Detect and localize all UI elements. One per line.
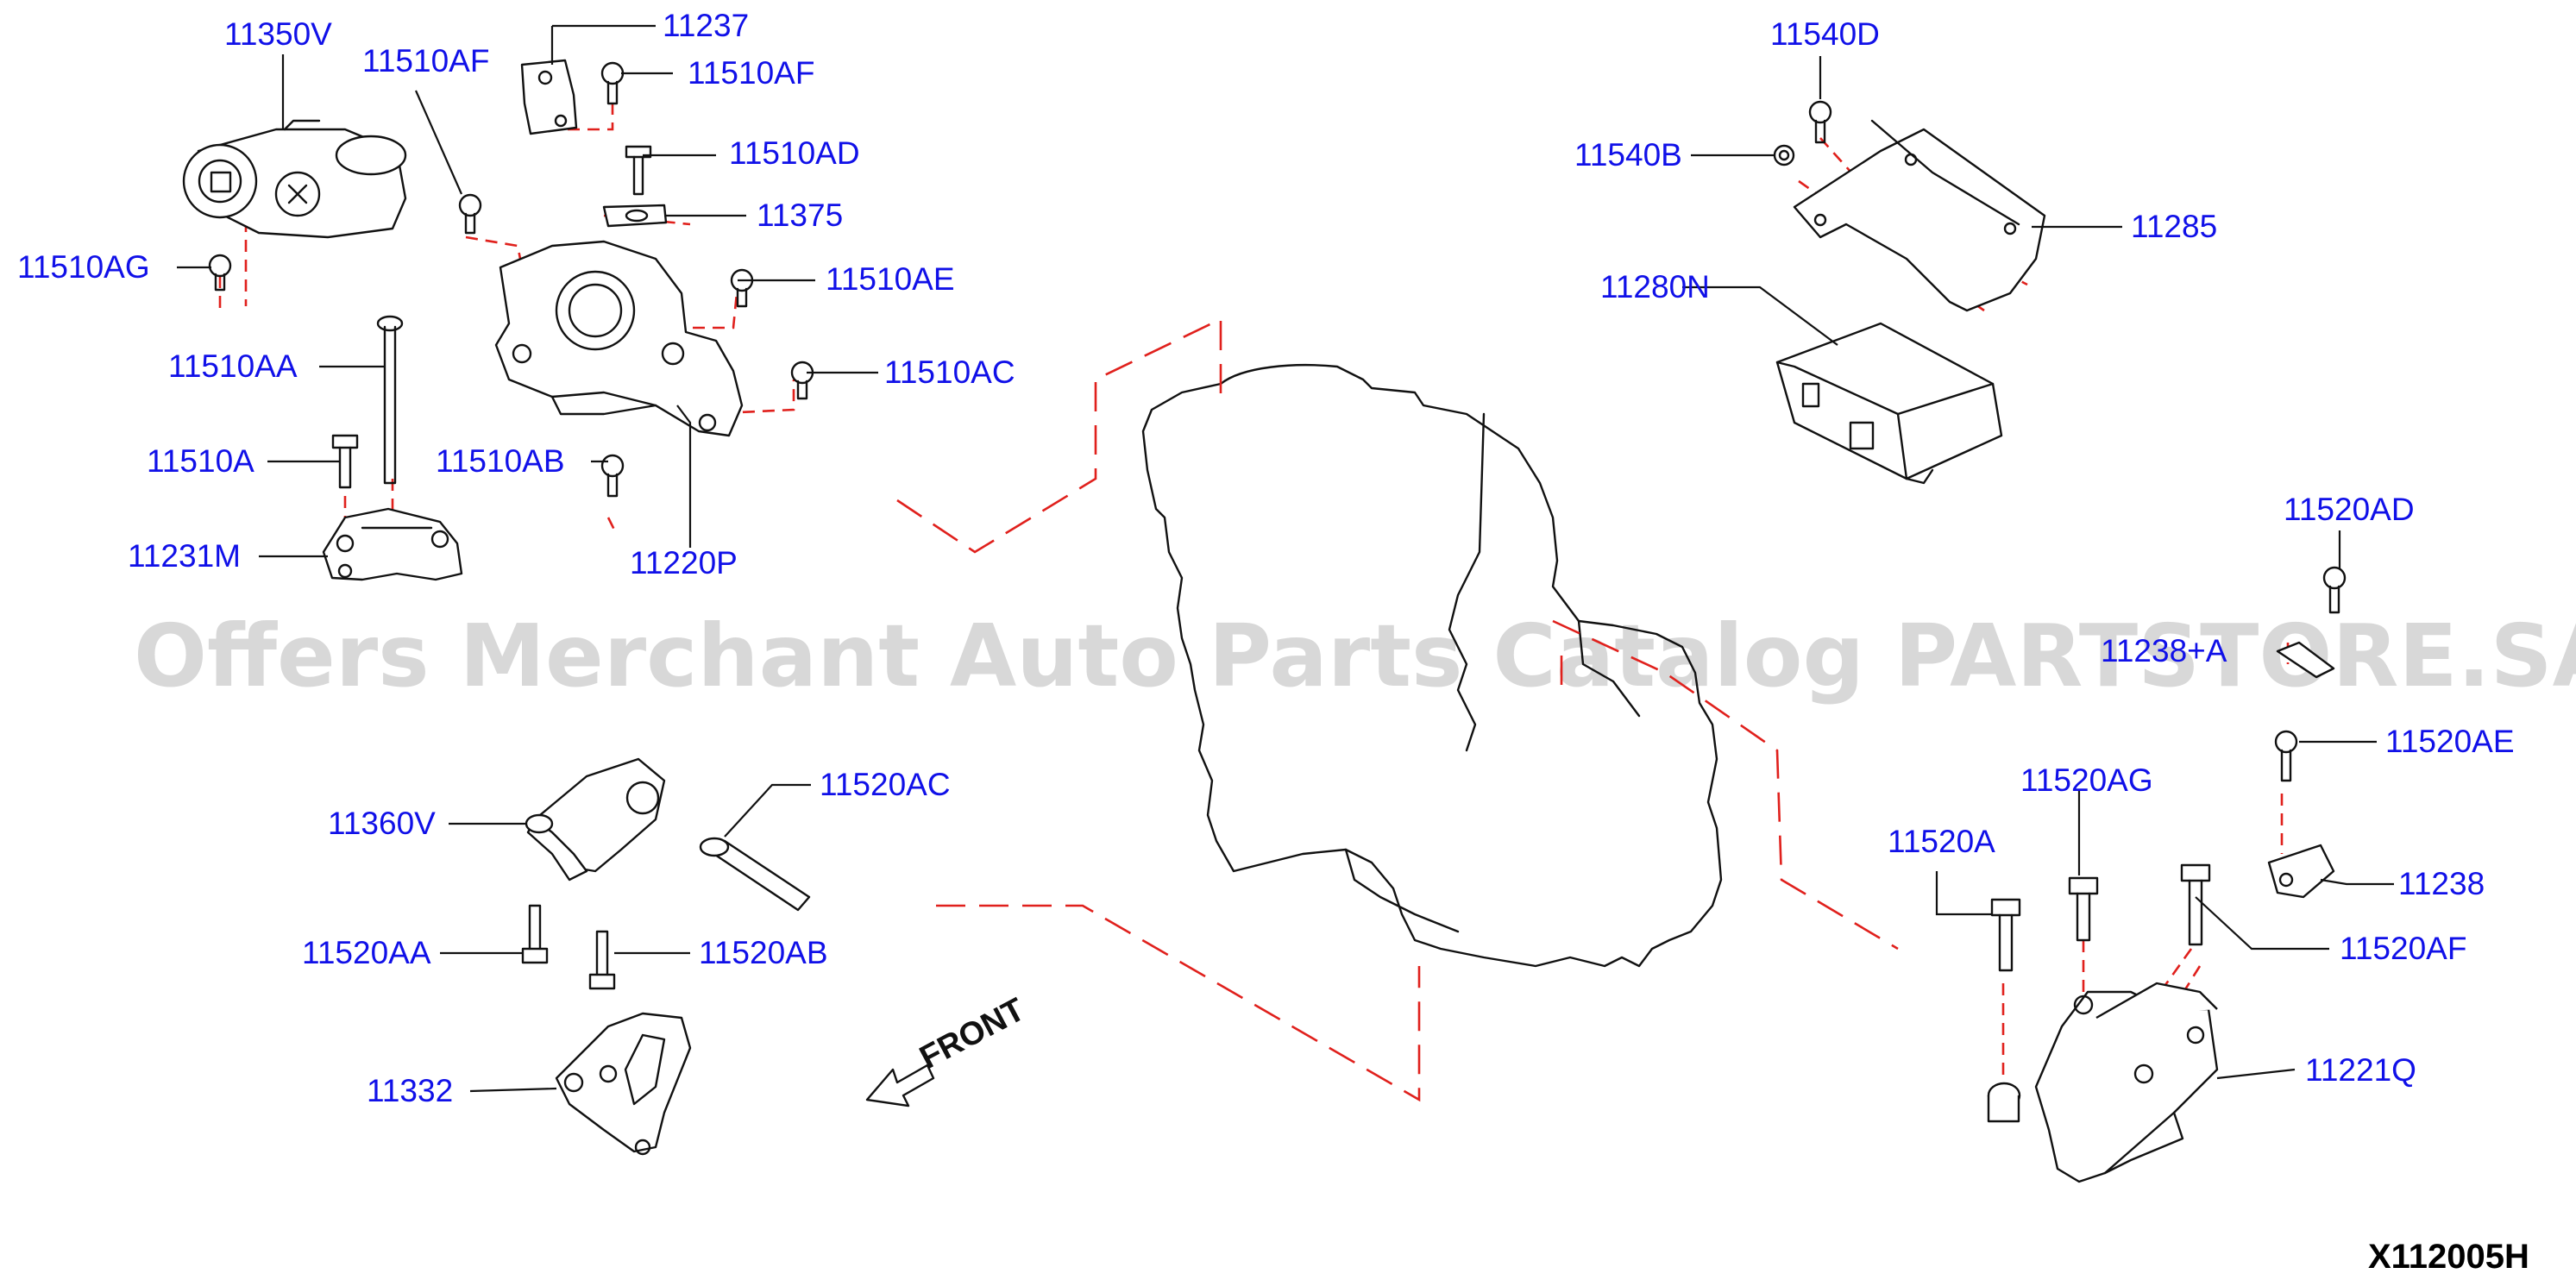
label-11238a: 11238+A <box>2101 633 2227 668</box>
watermark-text: Offers Merchant Auto Parts Catalog PARTS… <box>134 605 2576 706</box>
part-11231m-drawing <box>322 507 463 581</box>
label-11231m: 11231M <box>128 538 241 574</box>
label-11520ae: 11520AE <box>2385 724 2515 759</box>
drawing-code: X112005H <box>2368 1238 2529 1276</box>
label-11280n: 11280N <box>1600 269 1710 304</box>
part-11280n-drawing <box>1775 322 2003 485</box>
label-11221q: 11221Q <box>2305 1052 2416 1088</box>
label-11285: 11285 <box>2131 209 2217 244</box>
label-11220p: 11220P <box>630 545 738 580</box>
label-11510aa: 11510AA <box>168 348 298 384</box>
part-11520-right-bolts-drawing <box>1990 863 2211 972</box>
label-11375: 11375 <box>757 198 843 233</box>
label-11510ae: 11510AE <box>826 261 955 297</box>
leader-lines <box>177 24 2394 1093</box>
label-11510ab: 11510AB <box>436 443 565 479</box>
label-11540b: 11540B <box>1574 137 1682 173</box>
part-11350v-drawing <box>182 119 407 239</box>
engine-outline <box>1141 364 1723 968</box>
part-11238-drawing <box>2267 730 2335 899</box>
label-11520ag: 11520AG <box>2020 762 2153 798</box>
label-11510ag: 11510AG <box>17 249 150 285</box>
label-11520ad: 11520AD <box>2284 492 2415 527</box>
part-labels: 11350V 11510AF 11237 11510AF 11510AD 113… <box>17 8 2515 1108</box>
label-11510ac: 11510AC <box>884 355 1015 390</box>
front-label: FRONT <box>914 991 1031 1076</box>
label-11510a: 11510A <box>147 443 254 479</box>
label-11510ad: 11510AD <box>729 135 860 171</box>
label-11520aa: 11520AA <box>302 935 431 970</box>
label-11520af: 11520AF <box>2340 931 2466 966</box>
label-11510af-a: 11510AF <box>362 43 489 78</box>
label-11238: 11238 <box>2398 866 2485 901</box>
part-11332-drawing <box>555 1012 692 1156</box>
part-11221q-drawing <box>1987 982 2219 1183</box>
label-11520ab: 11520AB <box>699 935 828 970</box>
label-11510af-b: 11510AF <box>688 55 814 91</box>
part-11237-drawing <box>520 59 578 135</box>
part-11285-drawing <box>1773 100 2046 312</box>
part-11520aa-ab-drawing <box>521 904 616 990</box>
label-11237: 11237 <box>663 8 749 43</box>
part-11375-drawing <box>602 204 668 228</box>
label-11360v: 11360V <box>328 806 436 841</box>
part-11360v-drawing <box>525 757 666 882</box>
part-11220p-drawing <box>494 240 744 437</box>
part-11520ac-drawing <box>699 837 811 912</box>
label-11520a: 11520A <box>1888 824 1995 859</box>
label-11332: 11332 <box>367 1073 453 1108</box>
label-11540d: 11540D <box>1770 16 1880 52</box>
front-arrow <box>865 1064 935 1107</box>
label-11520ac: 11520AC <box>820 767 951 802</box>
label-11350v: 11350V <box>224 16 332 52</box>
part-11238a-drawing <box>2276 566 2347 679</box>
